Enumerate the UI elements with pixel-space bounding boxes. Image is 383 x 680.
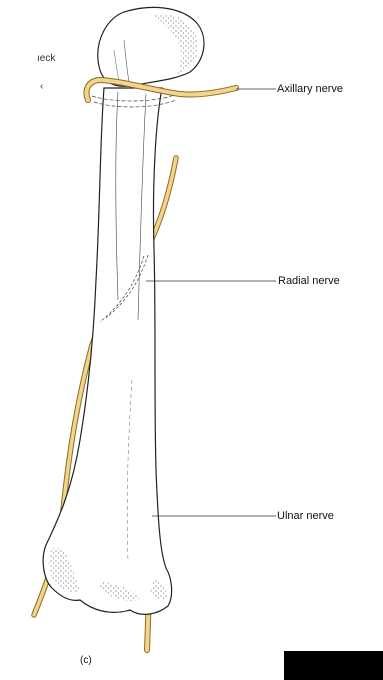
neck-label-fragment: ıeck — [37, 52, 55, 65]
ulnar-nerve-label: Ulnar nerve — [277, 510, 334, 523]
humerus-bone — [43, 7, 204, 614]
radial-nerve-label: Radial nerve — [278, 275, 340, 288]
axillary-nerve-label: Axillary nerve — [277, 83, 343, 96]
black-redaction-box — [284, 651, 383, 680]
panel-label: (c) — [80, 654, 92, 667]
label-fragment: ‹ — [40, 80, 43, 93]
leader-lines — [146, 89, 276, 516]
